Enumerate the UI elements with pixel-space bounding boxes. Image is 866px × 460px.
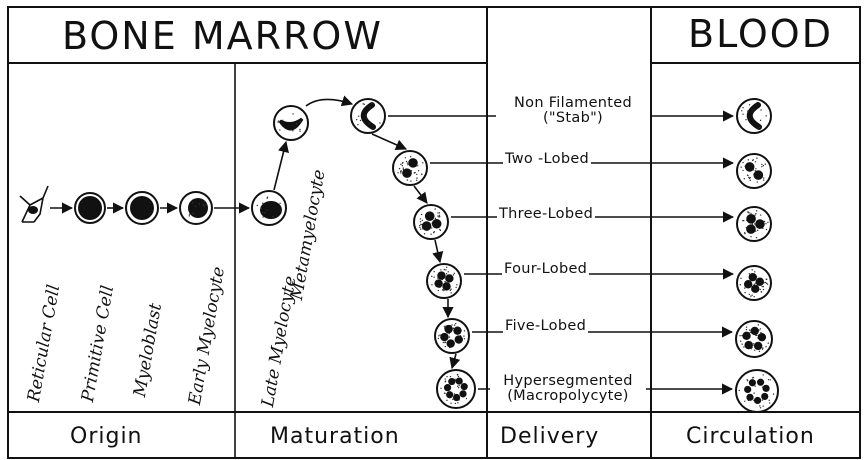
blood-heading: BLOOD (688, 12, 833, 56)
footer-circulation: Circulation (686, 424, 815, 449)
stage-label-text: Non Filamented (514, 95, 632, 111)
arrow-maturation-three (432, 239, 444, 264)
footer-delivery: Delivery (500, 424, 600, 449)
frame (7, 6, 861, 459)
reticular-cell (19, 185, 49, 223)
arrow-meta-to-stab (305, 95, 354, 107)
blood-three-cell (736, 206, 772, 242)
blood-four-cell (736, 265, 772, 301)
stage-label-two-lobed: Two -Lobed (503, 151, 592, 167)
blood-stab-cell (736, 98, 772, 134)
arrow-maturation-two (413, 185, 428, 204)
footer-maturation: Maturation (270, 424, 400, 449)
bone-marrow-heading: BONE MARROW (62, 14, 383, 58)
stage-label-text: Hypersegmented (503, 373, 633, 389)
stage-sublabel-text: ("Stab") (542, 110, 604, 126)
marrow-stab-cell (350, 98, 386, 134)
myeloblast (125, 191, 159, 225)
blood-five-cell (735, 320, 773, 358)
blood-hyper-cell (735, 369, 779, 413)
stage-label-non-filamented: Non Filamented ("Stab") (496, 96, 650, 126)
marrow-three-cell (413, 204, 449, 240)
marrow-four-cell (426, 263, 462, 299)
marrow-five-cell (434, 318, 470, 354)
metamyelocyte (273, 105, 309, 141)
cells (19, 98, 779, 413)
early-myelocyte (179, 191, 213, 225)
late-myelocyte (251, 190, 287, 226)
stage-label-hypersegmented: Hypersegmented (Macropolycyte) (490, 374, 646, 404)
arrow-late-to-meta (273, 140, 289, 191)
footer-origin: Origin (70, 424, 143, 449)
stage-label-three-lobed: Three-Lobed (497, 206, 596, 222)
arrow-maturation-stab (371, 133, 408, 151)
arrow-maturation-five (449, 353, 461, 370)
stage-sublabel-text: (Macropolycyte) (507, 388, 629, 404)
primitive-cell (74, 192, 106, 224)
stage-label-four-lobed: Four-Lobed (502, 261, 590, 277)
blood-two-cell (736, 153, 772, 189)
marrow-two-cell (392, 150, 428, 186)
marrow-hyper-cell (436, 369, 476, 409)
stage-label-five-lobed: Five-Lobed (503, 318, 589, 334)
